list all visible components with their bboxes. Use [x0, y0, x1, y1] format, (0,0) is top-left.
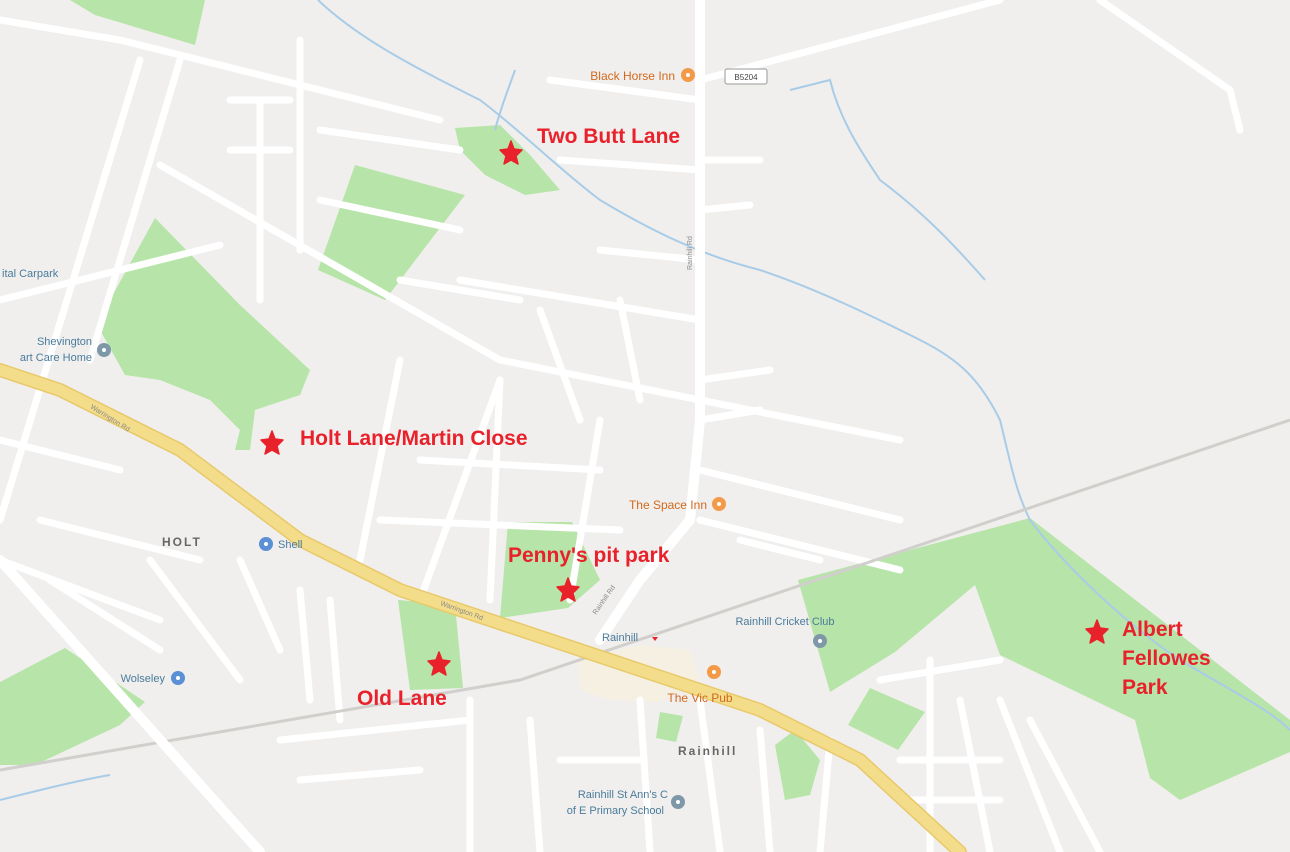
area-label-holt: HOLT	[162, 535, 202, 549]
parks	[0, 0, 1290, 800]
minor-roads	[0, 0, 1244, 852]
svg-text:Shevington: Shevington	[37, 336, 92, 348]
star-marker-icon	[1085, 619, 1109, 644]
annotation-label-line-2: Fellowes	[1122, 647, 1211, 670]
annotation-label: Penny's pit park	[508, 544, 670, 567]
svg-text:art Care Home: art Care Home	[20, 352, 92, 364]
annotation-label: Two Butt Lane	[537, 125, 680, 148]
annotation-label-line-3: Park	[1122, 676, 1168, 699]
annotation-holt-lane[interactable]: Holt Lane/Martin Close	[260, 427, 528, 455]
poi-wolseley[interactable]: Wolseley	[121, 671, 185, 685]
poi-care-home[interactable]: Shevington art Care Home	[20, 336, 111, 364]
poi-vic-pub[interactable]: The Vic Pub	[667, 665, 733, 705]
park-north-central	[318, 165, 465, 300]
poi-rainhill-station[interactable]: Rainhill	[602, 632, 658, 644]
star-marker-icon	[260, 430, 284, 455]
brook-branch	[494, 69, 516, 131]
svg-text:Rainhill: Rainhill	[602, 632, 638, 644]
park-southwest	[0, 648, 145, 765]
main-road	[0, 363, 967, 852]
annotation-old-lane[interactable]: Old Lane	[357, 651, 451, 710]
rainhill-road	[595, 0, 705, 645]
rail-station-icon	[652, 637, 658, 641]
road-shield-b5204: B5204	[724, 68, 768, 85]
star-marker-icon	[499, 140, 523, 165]
annotation-label: Holt Lane/Martin Close	[300, 427, 528, 450]
svg-text:Black Horse Inn: Black Horse Inn	[590, 69, 675, 83]
brook-east	[789, 78, 986, 281]
annotation-label: Old Lane	[357, 687, 447, 710]
annotation-two-butt-lane[interactable]: Two Butt Lane	[499, 125, 680, 165]
road-label-rainhill-1: Rainhill Rd	[687, 236, 694, 270]
svg-text:Rainhill St Ann's C: Rainhill St Ann's C	[578, 789, 668, 801]
svg-text:of E Primary School: of E Primary School	[567, 805, 664, 817]
svg-text:Rainhill Cricket Club: Rainhill Cricket Club	[735, 616, 834, 628]
park-albert-fellowes	[798, 518, 1290, 800]
brook-sw	[0, 774, 111, 801]
waterways	[0, 0, 1290, 801]
star-marker-icon	[427, 651, 451, 676]
svg-text:Shell: Shell	[278, 539, 302, 551]
railway	[0, 418, 1290, 772]
park-top-left	[70, 0, 205, 45]
secondary-roads	[0, 0, 705, 852]
annotation-pennys-pit-park[interactable]: Penny's pit park	[508, 544, 670, 602]
poi-cricket-club[interactable]: Rainhill Cricket Club	[735, 616, 835, 648]
park-small-south-2	[775, 730, 820, 800]
park-pennys-pit	[500, 522, 600, 618]
brook-main	[317, 0, 1290, 731]
poi-school[interactable]: Rainhill St Ann's C of E Primary School	[567, 789, 685, 817]
svg-text:Wolseley: Wolseley	[121, 673, 166, 685]
road-sw	[0, 555, 265, 852]
park-old-lane	[398, 600, 463, 690]
svg-text:The Vic Pub: The Vic Pub	[667, 691, 732, 705]
park-small-south-1	[848, 688, 925, 750]
poi-black-horse[interactable]: Black Horse Inn	[590, 68, 695, 83]
poi-space-inn[interactable]: The Space Inn	[629, 497, 726, 512]
annotation-albert-fellowes-park[interactable]: Albert Fellowes Park	[1085, 618, 1211, 699]
park-holt-lane	[100, 218, 310, 450]
road-shield-label: B5204	[734, 73, 758, 82]
park-small-south-3	[656, 712, 683, 742]
annotation-label-line-1: Albert	[1122, 618, 1183, 641]
area-label-rainhill: Rainhill	[678, 744, 737, 758]
svg-text:The Space Inn: The Space Inn	[629, 498, 707, 512]
poi-carpark[interactable]: ital Carpark	[2, 268, 59, 280]
star-marker-icon	[556, 577, 580, 602]
poi-shell[interactable]: Shell	[259, 537, 302, 551]
svg-text:ital Carpark: ital Carpark	[2, 268, 59, 280]
